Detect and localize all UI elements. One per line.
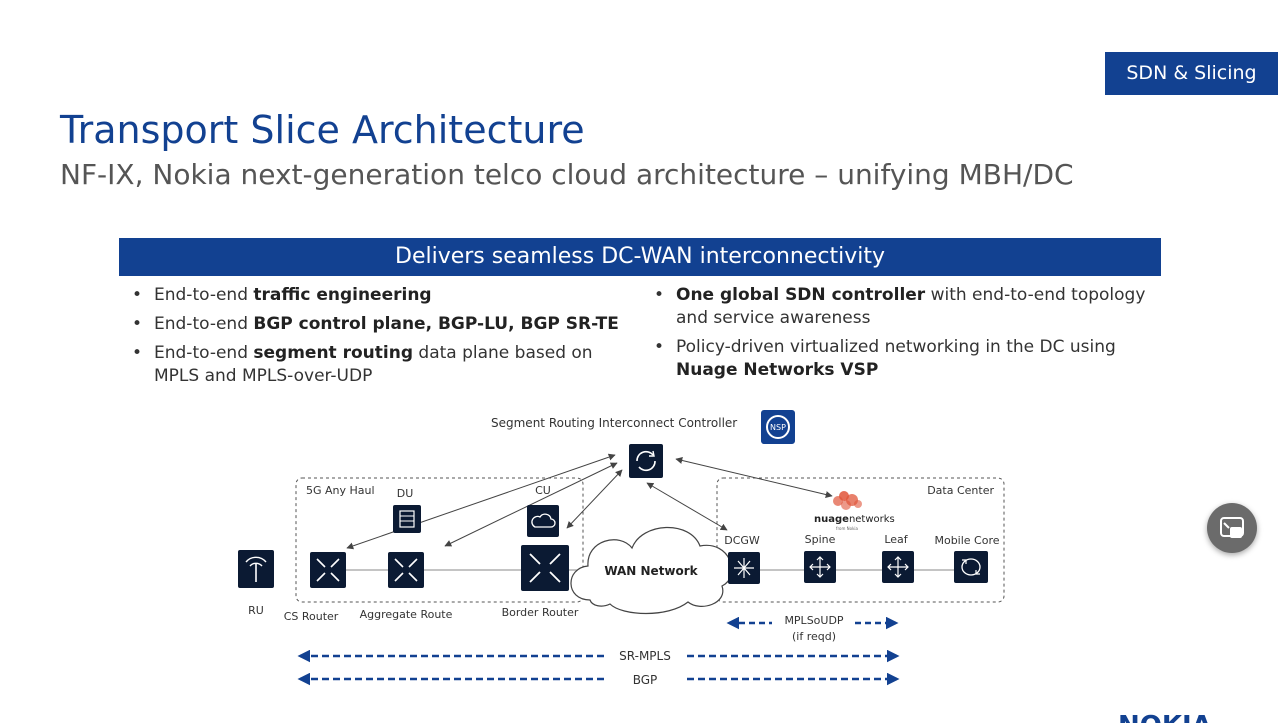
cs-router-label: CS Router [284,610,339,623]
controller-cycle-icon [629,444,663,478]
wan-label: WAN Network [604,564,698,578]
du-label: DU [397,487,414,500]
bullet-list-left: End-to-end traffic engineeringEnd-to-end… [128,284,628,394]
aggregate-label: Aggregate Route [360,608,453,621]
sr-mpls-label: SR-MPLS [619,649,671,663]
banner: Delivers seamless DC-WAN interconnectivi… [119,238,1161,276]
router-cross-icon [310,552,346,588]
bullet-item: End-to-end traffic engineering [128,284,628,307]
anyhaul-box [295,477,584,603]
cloud-icon [527,505,559,537]
bullet-item: One global SDN controller with end-to-en… [650,284,1150,330]
bullet-bold-text: segment routing [253,343,413,363]
mobile-core-label: Mobile Core [934,534,999,547]
wan-cloud-icon [570,526,733,615]
leaf-icon [882,551,914,583]
controller-label: Segment Routing Interconnect Controller [491,416,737,430]
bullet-text: End-to-end [154,285,254,305]
datacenter-label: Data Center [927,484,994,497]
bullet-text: Policy-driven virtualized networking in … [676,337,1116,357]
bullet-text: with end-to-end topology and service awa… [676,285,1146,328]
bgp-label: BGP [633,673,658,687]
section-tag: SDN & Slicing [1105,52,1278,95]
datacenter-box [716,477,1005,603]
mobile-core-icon [954,551,988,583]
bullet-bold-text: BGP control plane, BGP-LU, BGP SR-TE [253,314,619,334]
cu-label: CU [535,484,551,497]
leaf-label: Leaf [884,533,908,546]
bullet-text: data plane based on MPLS and MPLS-over-U… [154,343,593,386]
bullet-item: End-to-end BGP control plane, BGP-LU, BG… [128,313,628,336]
page-subtitle: NF-IX, Nokia next-generation telco cloud… [60,158,1074,191]
if-reqd-label: (if reqd) [792,630,836,643]
nokia-logo: NOKIA [1118,713,1228,723]
bullet-text: End-to-end [154,314,254,334]
spine-icon [804,551,836,583]
dcgw-label: DCGW [724,534,760,547]
bullet-item: Policy-driven virtualized networking in … [650,336,1150,382]
bullet-bold-text: traffic engineering [253,285,432,305]
dcgw-icon [728,552,760,584]
router-cross-icon [521,545,569,591]
bullet-bold-text: Nuage Networks VSP [676,360,879,380]
mplsoudp-label: MPLSoUDP [784,614,843,627]
bullet-bold-text: One global SDN controller [676,285,926,305]
spine-label: Spine [805,533,836,546]
router-cross-icon [388,552,424,588]
antenna-icon [238,550,274,588]
ru-label: RU [248,604,264,617]
border-router-label: Border Router [502,606,579,619]
server-icon [393,505,421,533]
nuage-logo: nuagenetworks [814,514,895,525]
bullet-text: End-to-end [154,343,254,363]
screen-cast-icon [1220,517,1244,538]
nuage-logo-icon [833,491,862,510]
anyhaul-label: 5G Any Haul [306,484,375,497]
screen-cast-button[interactable] [1207,503,1257,553]
svg-text:NSP: NSP [770,423,786,432]
nsp-icon: NSP [761,410,795,444]
bullet-item: End-to-end segment routing data plane ba… [128,342,628,388]
nuage-sublabel: from Nokia [836,526,858,531]
page-title: Transport Slice Architecture [60,108,585,152]
bullet-list-right: One global SDN controller with end-to-en… [650,284,1150,388]
